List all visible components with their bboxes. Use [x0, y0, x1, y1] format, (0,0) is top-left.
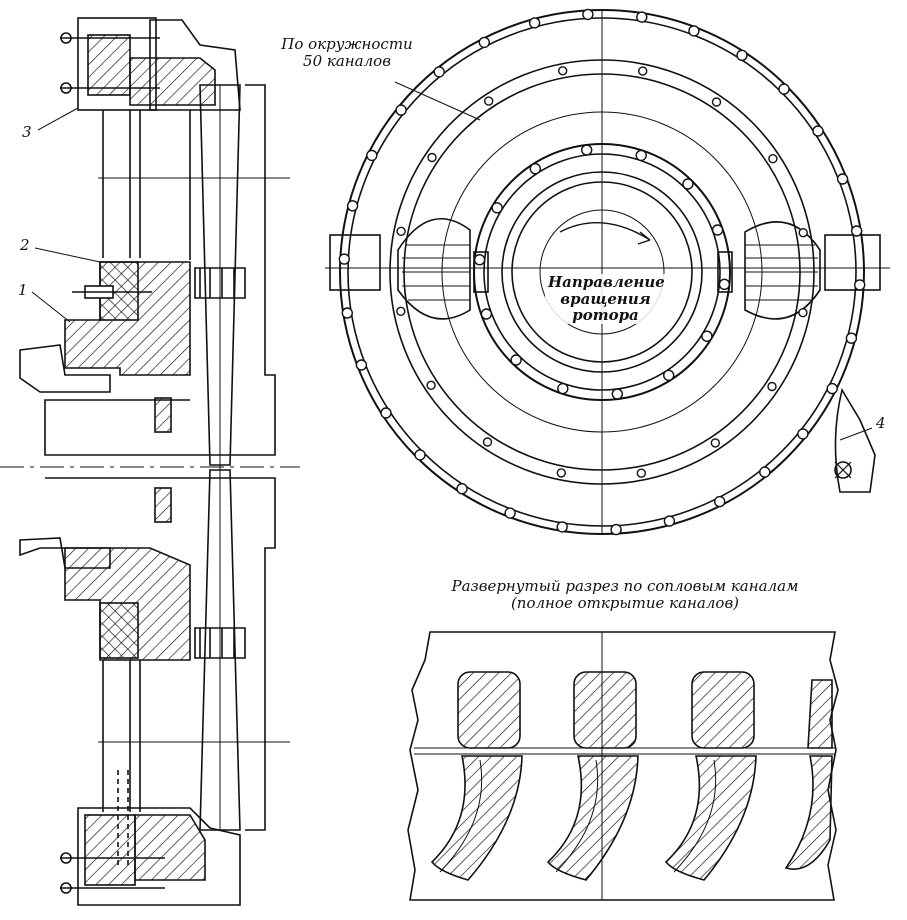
bolt-icon — [851, 225, 863, 237]
rotation-caption-line2: вращения — [560, 289, 651, 308]
bolt-icon — [482, 437, 493, 447]
bolt-icon — [736, 49, 748, 61]
bolt-icon — [711, 224, 724, 236]
bolt-icon — [380, 407, 392, 419]
nozzle-blade-2 — [546, 671, 639, 881]
bolt-icon — [491, 202, 503, 214]
rotation-caption-line1: Направление — [548, 273, 665, 291]
top-seal-block — [87, 34, 131, 96]
bolt-icon — [346, 200, 359, 212]
bolt-icon — [396, 226, 406, 237]
bolt-icon — [556, 521, 568, 533]
bolt-icon — [426, 380, 436, 390]
channels-caption-line1: По окружности — [281, 35, 413, 53]
bolt-icon — [484, 96, 494, 106]
bolt-icon — [710, 438, 720, 448]
bolt-icon — [663, 515, 676, 527]
bolt-icon — [528, 17, 541, 29]
section-caption-line1: Развернутый разрез по сопловым каналам — [451, 577, 799, 595]
bolt-icon — [798, 308, 808, 318]
bolt-icon — [414, 449, 426, 461]
bolt-icon — [638, 66, 648, 76]
bolt-icon — [581, 144, 593, 156]
bolt-icon — [701, 330, 713, 342]
bolt-icon — [636, 468, 646, 478]
channels-caption-line2: 50 каналов — [303, 51, 391, 70]
bolt-icon — [433, 66, 445, 78]
callout-4-label: 4 — [876, 414, 886, 432]
bolt-icon — [510, 354, 522, 366]
side-section-view — [0, 17, 300, 906]
bolt-icon — [759, 466, 771, 478]
bolt-icon — [504, 507, 516, 519]
bolt-icon — [688, 25, 700, 37]
bolt-icon — [768, 153, 778, 164]
bolt-icon — [714, 495, 726, 508]
section-caption: Развернутый разрез по сопловым каналам (… — [430, 578, 820, 611]
callout-2-label: 2 — [20, 236, 30, 254]
bolt-icon — [798, 227, 808, 238]
bolt-icon — [529, 162, 541, 175]
bolt-icon — [711, 97, 722, 107]
bolt-icon — [427, 152, 437, 163]
bolt-icon — [854, 279, 866, 291]
bolt-icon — [610, 523, 622, 536]
channels-caption: По окружности 50 каналов — [262, 36, 432, 69]
nozzle-blade-4 — [784, 679, 833, 870]
bolt-icon — [636, 11, 648, 23]
bolt-icon — [767, 381, 777, 392]
bolt-icon — [456, 483, 468, 495]
section-caption-line2: (полное открытие каналов) — [510, 593, 740, 612]
bolt-icon — [556, 468, 566, 478]
nozzle-blade-3 — [664, 671, 757, 881]
bolt-icon — [797, 428, 809, 440]
bolt-icon — [718, 278, 731, 290]
bolt-icon — [812, 125, 824, 137]
bolt-icon — [338, 253, 350, 265]
callout-3-label: 3 — [22, 123, 32, 141]
callout-1-label: 1 — [18, 281, 28, 299]
bolt-icon — [611, 388, 623, 400]
nozzle-blade-1 — [430, 671, 523, 881]
bolt-icon — [478, 36, 490, 49]
bolt-icon — [341, 307, 353, 319]
bolt-icon — [395, 104, 407, 116]
bolt-icon — [836, 173, 849, 185]
bolt-icon — [366, 149, 378, 162]
bolt-ring — [338, 8, 866, 536]
unrolled-nozzle-section — [407, 631, 839, 901]
bolt-icon — [396, 306, 406, 316]
bolt-icon — [355, 359, 368, 371]
bolt-icon — [635, 149, 647, 162]
bolt-icon — [778, 83, 790, 95]
bolt-icon — [582, 8, 594, 21]
bolt-icon — [682, 178, 694, 190]
bolt-icon — [480, 308, 493, 320]
front-circular-view — [325, 9, 890, 535]
bolt-icon — [663, 369, 675, 381]
bolt-icon — [473, 254, 486, 266]
bolt-icon — [826, 382, 838, 395]
bolt-icon — [557, 382, 569, 395]
rotation-caption-line3: ротора — [572, 306, 639, 324]
bolt-icon — [845, 332, 858, 344]
rotation-caption: Направление вращения ротора — [545, 274, 666, 324]
bolt-icon — [558, 66, 568, 76]
